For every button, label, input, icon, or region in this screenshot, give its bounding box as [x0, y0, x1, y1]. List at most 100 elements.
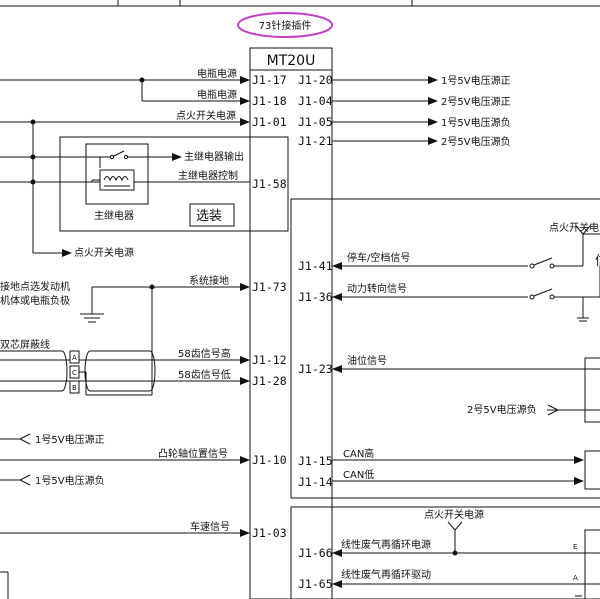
label-v1-pos-right: 1号5V电压源正: [441, 74, 511, 87]
junction-dot: [30, 154, 36, 160]
pin-j1-66: J1-66: [298, 546, 333, 560]
arrow-power-steering: [332, 293, 342, 301]
cut-glyph: 信: [595, 254, 600, 269]
ground-note-line1: 接地点选发动机: [0, 280, 70, 293]
pin-j1-10: J1-10: [252, 453, 287, 467]
label-cam-position: 凸轮轴位置信号: [158, 447, 228, 460]
can-connector-block: [584, 450, 600, 490]
relay-option-box: [59, 136, 289, 232]
pin-j1-05: J1-05: [298, 115, 333, 129]
pin-j1-41: J1-41: [298, 259, 333, 273]
pin-j1-21: J1-21: [298, 134, 333, 148]
ground-symbol: [80, 313, 104, 323]
egr-box: [290, 506, 600, 599]
conn-pin-e: E: [573, 543, 577, 551]
label-v1-neg-right: 1号5V电压源负: [441, 116, 511, 129]
arrow-j1-01: [240, 118, 250, 126]
power-steering-switch: [529, 266, 600, 322]
open-arrow-v2-neg: [547, 404, 560, 416]
label-vehicle-speed: 车速信号: [190, 520, 230, 533]
shield-pin-c: C: [72, 369, 77, 377]
right-wiring: 1号5V电压源正 2号5V电压源正 1号5V电压源负 2号5V电压源负 停车/空…: [290, 74, 600, 599]
label-v2-neg-right-box: 2号5V电压源负: [467, 403, 537, 416]
arrow-j1-05: [428, 118, 438, 126]
pin-j1-03: J1-03: [252, 526, 287, 540]
label-v2-pos-right: 2号5V电压源正: [441, 95, 511, 108]
open-arrow-v1-pos: [18, 433, 31, 445]
pin-j1-65: J1-65: [298, 577, 333, 591]
arrow-j1-66: [332, 549, 342, 557]
label-battery-power-2: 电瓶电源: [197, 88, 237, 101]
oil-sensor-block: [584, 357, 600, 423]
pin-j1-58: J1-58: [252, 177, 287, 191]
ecu-title: MT20U: [267, 53, 316, 69]
pin-j1-14: J1-14: [298, 475, 333, 489]
arrow-j1-17: [240, 76, 250, 84]
pin-j1-12: J1-12: [252, 353, 287, 367]
arrow-park-neutral: [332, 262, 342, 270]
pin-j1-04: J1-04: [298, 94, 333, 108]
junction-dot: [30, 179, 36, 185]
arrow-j1-28: [240, 377, 250, 385]
park-neutral-switch: [529, 225, 600, 269]
label-battery-power-1: 电瓶电源: [197, 67, 237, 80]
arrow-j1-12: [240, 356, 250, 364]
relay-name: 主继电器: [94, 209, 134, 222]
shielded-cable: A C B: [0, 350, 240, 396]
label-v1-neg: 1号5V电压源负: [35, 474, 105, 487]
relay-option-label: 选装: [196, 209, 222, 224]
connector-note: 73针接插件: [259, 19, 312, 32]
label-v2-neg-right: 2号5V电压源负: [441, 135, 511, 148]
label-can-high: CAN高: [343, 447, 374, 460]
arrow-relay-output: [172, 153, 182, 161]
label-v1-pos: 1号5V电压源正: [35, 433, 105, 446]
pin-j1-73: J1-73: [252, 280, 287, 294]
label-park-neutral: 停车/空档信号: [347, 251, 410, 264]
arrow-can-low: [574, 477, 584, 485]
label-system-ground: 系统接地: [189, 274, 229, 287]
ecu-right-pins: J1-20 J1-04 J1-05 J1-21 J1-41 J1-36 J1-2…: [298, 73, 333, 591]
relay-body: [85, 143, 149, 205]
pin-j1-18: J1-18: [252, 94, 287, 108]
arrow-j1-20: [428, 76, 438, 84]
left-wiring: 电瓶电源 电瓶电源 点火开关电源 点火开关电源 主继电器 选装 主继电器输出: [0, 67, 289, 599]
label-can-low: CAN低: [343, 468, 374, 481]
label-ignition-power-egr: 点火开关电源: [424, 508, 484, 521]
label-egr-drive: 线性废气再循环驱动: [341, 568, 431, 581]
sensor-box: [290, 198, 600, 499]
arrow-j1-21: [428, 137, 438, 145]
egr-connector-block: [584, 529, 600, 599]
label-oil-level: 油位信号: [347, 354, 387, 367]
arrow-j1-73: [240, 283, 250, 291]
label-58-low: 58齿信号低: [178, 368, 231, 381]
pin-j1-28: J1-28: [252, 374, 287, 388]
arrow-ignition-out: [62, 249, 72, 257]
arrow-j1-10: [240, 456, 250, 464]
label-ignition-power: 点火开关电源: [176, 109, 236, 122]
arrow-can-high: [574, 456, 584, 464]
top-table-strip: [0, 0, 600, 7]
ecu-left-pins: J1-17 J1-18 J1-01 J1-58 J1-73 J1-12 J1-2…: [252, 73, 287, 540]
pin-j1-01: J1-01: [252, 115, 287, 129]
label-power-steering: 动力转向信号: [347, 282, 407, 295]
pin-j1-23: J1-23: [298, 362, 333, 376]
shield-pin-b: B: [72, 384, 77, 392]
arrow-j1-18: [240, 97, 250, 105]
connector-note-ellipse: [237, 12, 333, 38]
open-arrow-v1-neg: [18, 474, 31, 486]
label-ignition-power-top-right: 点火开关电: [549, 221, 599, 234]
arrow-j1-03: [240, 529, 250, 537]
arrow-oil-level: [332, 365, 342, 373]
label-egr-power: 线性废气再循环电源: [341, 538, 431, 551]
shield-label: 双芯屏蔽线: [0, 338, 50, 351]
ground-note-line2: 机体或电瓶负极: [0, 294, 70, 307]
shield-pin-a: A: [72, 354, 77, 362]
conn-pin-a: A: [573, 574, 578, 582]
arrow-j1-04: [428, 97, 438, 105]
label-58-high: 58齿信号高: [178, 347, 231, 360]
relay-option-tag: [189, 203, 235, 227]
relay-output-label: 主继电器输出: [184, 150, 244, 163]
pin-j1-36: J1-36: [298, 290, 333, 304]
ecu-box: [249, 47, 333, 599]
